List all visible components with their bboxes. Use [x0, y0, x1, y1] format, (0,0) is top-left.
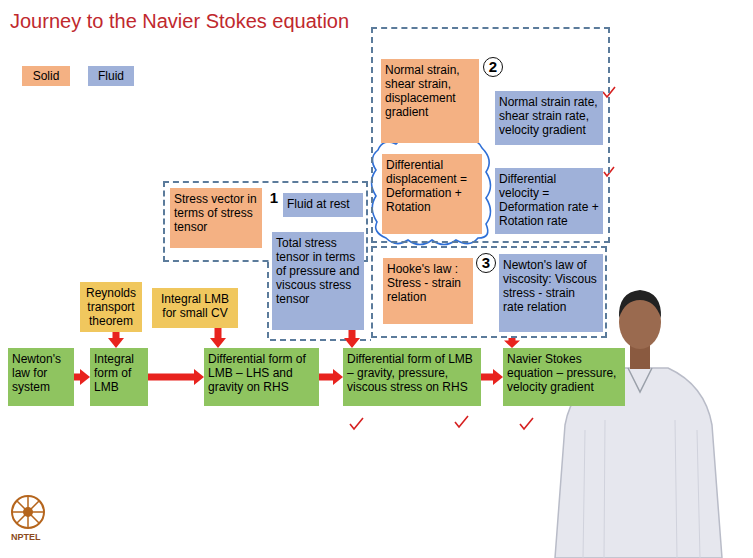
callout-number: 3 — [476, 253, 496, 273]
shirt-collar — [628, 368, 652, 392]
equation-step-box: Differential form of LMB – LHS and gravi… — [204, 348, 319, 406]
fluid-concept-box: Differential velocity = Deformation rate… — [495, 168, 603, 234]
flow-arrow — [481, 369, 503, 385]
box-text: Normal strain, shear strain, displacemen… — [385, 63, 475, 119]
flow-arrow — [319, 369, 343, 385]
box-text: Differential form of LMB – LHS and gravi… — [208, 352, 315, 394]
logo-ring — [12, 496, 44, 528]
highlight-cloud — [372, 137, 491, 244]
solid-concept-box: Normal strain, shear strain, displacemen… — [381, 59, 479, 143]
legend-text: Fluid — [98, 69, 124, 83]
solid-concept-box: Hooke's law : Stress - strain relation — [383, 258, 473, 324]
flow-arrow — [344, 330, 360, 348]
fluid-concept-box: Newton's law of viscosity: Viscous stres… — [499, 254, 603, 332]
legend-swatch: Fluid — [88, 66, 134, 86]
legend-swatch: Solid — [22, 66, 70, 86]
box-text: Hooke's law : Stress - strain relation — [387, 262, 469, 304]
callout-number: 2 — [483, 57, 503, 77]
box-text: Newton's law for system — [12, 352, 70, 394]
equation-step-box: Navier Stokes equation – pressure, veloc… — [503, 348, 625, 406]
box-text: Newton's law of viscosity: Viscous stres… — [503, 258, 599, 314]
callout-number: 1 — [265, 189, 283, 207]
fluid-concept-box: Total stress tensor in terms of pressure… — [272, 232, 364, 330]
solid-concept-box: Stress vector in terms of stress tensor — [170, 188, 262, 248]
tick-mark — [520, 418, 533, 429]
box-text: Navier Stokes equation – pressure, veloc… — [507, 352, 621, 394]
logo-spokes — [12, 496, 44, 528]
equation-step-box: Newton's law for system — [8, 348, 74, 406]
logo-label: NPTEL — [11, 532, 41, 542]
box-text: Normal strain rate, shear strain rate, v… — [499, 95, 599, 137]
fluid-concept-box: Normal strain rate, shear strain rate, v… — [495, 91, 603, 145]
box-text: Fluid at rest — [287, 197, 359, 211]
box-text: Reynolds transport theorem — [84, 286, 138, 328]
equation-step-box: Differential form of LMB – gravity, pres… — [343, 348, 481, 406]
solid-concept-box: Differential displacement = Deformation … — [382, 154, 482, 234]
slide-title: Journey to the Navier Stokes equation — [10, 10, 349, 33]
legend-text: Solid — [33, 69, 60, 83]
box-text: Integral form of LMB — [94, 352, 144, 394]
theorem-box: Integral LMB for small CV — [152, 288, 238, 328]
box-text: Differential displacement = Deformation … — [386, 158, 478, 214]
tick-mark — [455, 416, 468, 427]
box-text: Stress vector in terms of stress tensor — [174, 192, 258, 234]
flow-arrow — [108, 332, 124, 348]
flow-arrow — [148, 369, 204, 385]
flow-arrow — [504, 338, 520, 348]
dashed-group: Hooke's law : Stress - strain relation Ne… — [371, 246, 607, 338]
box-text: Integral LMB for small CV — [156, 292, 234, 320]
equation-step-box: Integral form of LMB — [90, 348, 148, 406]
fluid-concept-box: Fluid at rest — [283, 193, 363, 217]
dashed-group: Normal strain, shear strain, displacemen… — [371, 27, 610, 243]
presenter-hair — [619, 290, 661, 318]
tick-mark — [350, 418, 363, 429]
box-text: Differential velocity = Deformation rate… — [499, 172, 599, 228]
nptel-logo — [12, 496, 44, 528]
box-text: Differential form of LMB – gravity, pres… — [347, 352, 477, 394]
theorem-box: Reynolds transport theorem — [80, 282, 142, 332]
shirt-stripes — [583, 420, 700, 558]
flow-arrow — [210, 328, 226, 348]
flow-arrow — [74, 369, 90, 385]
box-text: Total stress tensor in terms of pressure… — [276, 236, 360, 306]
